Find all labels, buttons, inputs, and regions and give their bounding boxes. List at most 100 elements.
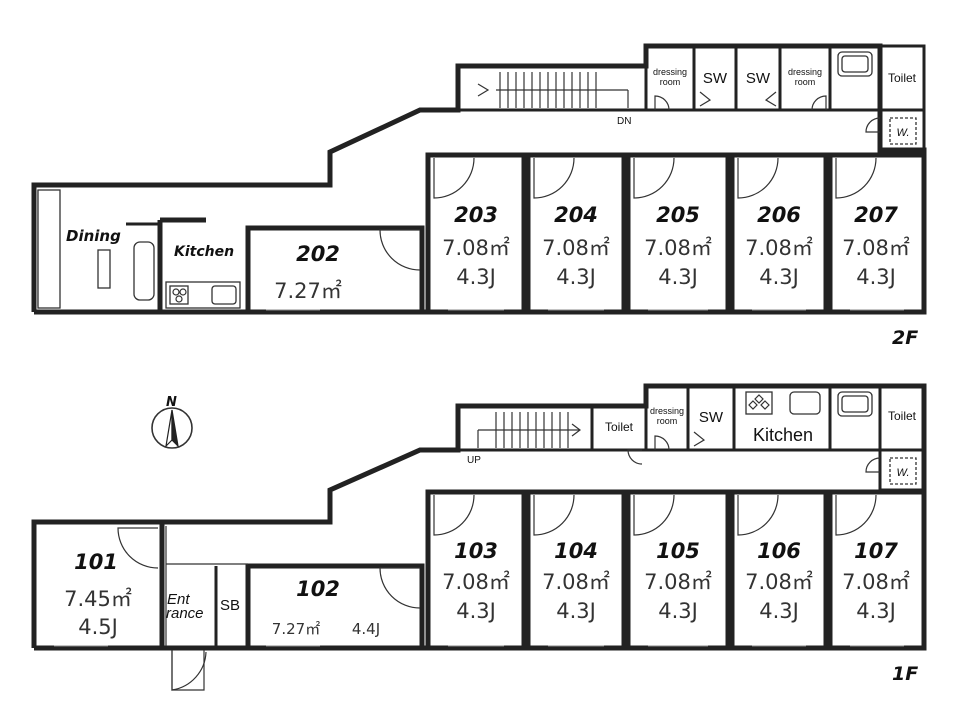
room-204-jo: 4.3J bbox=[556, 265, 596, 289]
room-205-number: 205 bbox=[656, 203, 700, 227]
room-107 bbox=[827, 489, 927, 651]
compass-icon: N bbox=[151, 395, 193, 449]
2f-sw-2-label: SW bbox=[746, 70, 771, 87]
1f-sink-icon bbox=[789, 391, 821, 415]
room-101-jo: 4.5J bbox=[78, 615, 118, 639]
room-107-jo: 4.3J bbox=[856, 599, 896, 623]
1f-sb-label: SB bbox=[220, 597, 240, 614]
room-104-jo: 4.3J bbox=[556, 599, 596, 623]
1f-toilet-left-label: Toilet bbox=[605, 420, 634, 434]
1f-kitchen-label: Kitchen bbox=[753, 425, 813, 445]
room-207 bbox=[827, 152, 927, 315]
room-205 bbox=[625, 152, 731, 315]
1f-entrance-door-icon bbox=[171, 650, 207, 691]
1f-entrance-line2: rance bbox=[166, 605, 204, 622]
room-206-number: 206 bbox=[757, 203, 801, 227]
room-105 bbox=[625, 489, 731, 651]
2f-washer-icon bbox=[889, 117, 917, 145]
2f-burner-3-icon bbox=[175, 295, 183, 303]
1f-sw-label: SW bbox=[699, 409, 724, 426]
room-203-number: 203 bbox=[454, 203, 498, 227]
room-103-number: 103 bbox=[454, 539, 498, 563]
2f-burner-2-icon bbox=[179, 288, 187, 296]
room-206 bbox=[729, 152, 829, 315]
room-102-number: 102 bbox=[296, 577, 340, 601]
room-107-number: 107 bbox=[854, 539, 898, 563]
room-206-jo: 4.3J bbox=[759, 265, 799, 289]
1f-stair-up-label: UP bbox=[467, 455, 481, 466]
2f-dining-sofa-icon bbox=[133, 241, 155, 301]
room-103-area: 7.08㎡ bbox=[442, 570, 510, 594]
1f-room-texts: 103 7.08㎡ 4.3J 104 7.08㎡ 4.3J 105 7.08㎡ … bbox=[64, 539, 910, 639]
room-106-jo: 4.3J bbox=[759, 599, 799, 623]
2f-dining-label: Dining bbox=[66, 227, 121, 245]
floor-1f-label: 1F bbox=[892, 663, 918, 685]
2f-sw-1-label: SW bbox=[703, 70, 728, 87]
2f-dining-cabinet bbox=[37, 189, 61, 309]
room-105-area: 7.08㎡ bbox=[644, 570, 712, 594]
room-203-area: 7.08㎡ bbox=[442, 236, 510, 260]
2f-burner-1-icon bbox=[172, 288, 180, 296]
room-102-door-icon bbox=[379, 567, 421, 609]
1f-toilet-left-door-icon bbox=[627, 449, 643, 465]
1f-washer-icon bbox=[889, 457, 917, 485]
room-101-door-icon bbox=[117, 527, 159, 569]
room-103 bbox=[425, 489, 527, 651]
room-207-area: 7.08㎡ bbox=[842, 236, 910, 260]
floor-2f-label: 2F bbox=[892, 327, 918, 349]
room-204-number: 204 bbox=[554, 203, 598, 227]
room-205-area: 7.08㎡ bbox=[644, 236, 712, 260]
room-204-door-icon bbox=[533, 157, 575, 199]
room-207-jo: 4.3J bbox=[856, 265, 896, 289]
1f-dressing-door-icon bbox=[654, 435, 670, 451]
2f-dressing-1-line2: room bbox=[660, 77, 681, 87]
room-206-door-icon bbox=[737, 157, 779, 199]
room-207-door-icon bbox=[835, 157, 877, 199]
2f-stairs bbox=[477, 72, 629, 108]
2f-dressing-1-door-icon bbox=[654, 95, 670, 111]
room-104-number: 104 bbox=[554, 539, 598, 563]
room-106-number: 106 bbox=[757, 539, 801, 563]
room-101-area: 7.45㎡ bbox=[64, 587, 132, 611]
room-102-jo: 4.4J bbox=[352, 620, 380, 638]
1f-burner-3-icon bbox=[760, 400, 770, 410]
floor-1f: UP Toilet dressing room SW Kitchen Toile… bbox=[31, 383, 927, 691]
room-104-area: 7.08㎡ bbox=[542, 570, 610, 594]
room-105-number: 105 bbox=[656, 539, 700, 563]
room-105-door-icon bbox=[633, 494, 675, 536]
room-104 bbox=[525, 489, 627, 651]
room-103-door-icon bbox=[433, 494, 475, 536]
room-203 bbox=[425, 152, 527, 315]
room-107-area: 7.08㎡ bbox=[842, 570, 910, 594]
room-204-area: 7.08㎡ bbox=[542, 236, 610, 260]
1f-dressing-line1: dressing bbox=[650, 406, 684, 416]
room-105-jo: 4.3J bbox=[658, 599, 698, 623]
2f-sw-2-door-icon bbox=[764, 91, 777, 107]
2f-dressing-1-line1: dressing bbox=[653, 67, 687, 77]
room-103-jo: 4.3J bbox=[456, 599, 496, 623]
2f-sink-icon bbox=[211, 285, 237, 305]
room-207-number: 207 bbox=[854, 203, 898, 227]
1f-entrance-line1: Ent bbox=[167, 591, 190, 608]
2f-dining-table-icon bbox=[97, 249, 111, 289]
2f-bathtub-inner-icon bbox=[841, 55, 869, 73]
1f-washer-label: W. bbox=[896, 467, 909, 479]
2f-stove-icon bbox=[169, 285, 189, 305]
room-102 bbox=[245, 563, 425, 651]
compass-n-label: N bbox=[166, 395, 177, 410]
room-202-area: 7.27㎡ bbox=[274, 279, 342, 303]
2f-dressing-2-line2: room bbox=[795, 77, 816, 87]
floor-2f: DN dressing room SW SW dressing room Toi… bbox=[31, 43, 927, 349]
1f-burner-1-icon bbox=[754, 394, 764, 404]
1f-toilet-right-label: Toilet bbox=[888, 409, 917, 423]
room-203-jo: 4.3J bbox=[456, 265, 496, 289]
1f-stairs bbox=[477, 412, 581, 448]
2f-room-texts: 203 7.08㎡ 4.3J 204 7.08㎡ 4.3J 205 7.08㎡ … bbox=[274, 203, 910, 303]
1f-burner-2-icon bbox=[748, 400, 758, 410]
2f-washer-label: W. bbox=[896, 127, 909, 139]
room-106-door-icon bbox=[737, 494, 779, 536]
room-101-number: 101 bbox=[74, 550, 118, 574]
room-203-door-icon bbox=[433, 157, 475, 199]
2f-stairs-box bbox=[456, 64, 648, 112]
